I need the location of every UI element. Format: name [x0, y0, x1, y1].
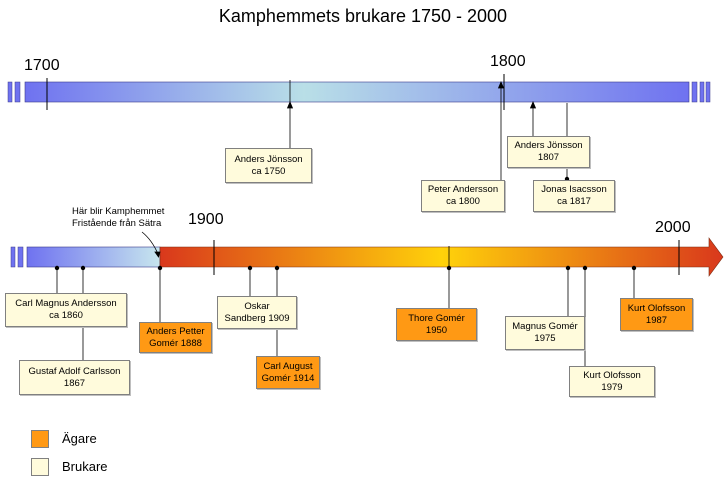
- legend-label-brukare: Brukare: [62, 459, 108, 474]
- legend-swatch-brukare: [31, 458, 49, 476]
- person-box: Peter Andersson ca 1800: [421, 180, 505, 212]
- person-box: Jonas Isacsson ca 1817: [533, 180, 615, 212]
- person-box: Kurt Olofsson 1979: [569, 366, 655, 397]
- owner-box: Carl August Gomér 1914: [256, 356, 320, 389]
- timeline-1700-1800: [7, 74, 711, 110]
- connectors-2: [54, 231, 637, 368]
- owner-box: Anders Petter Gomér 1888: [139, 322, 212, 353]
- owner-box: Kurt Olofsson 1987: [620, 298, 693, 331]
- person-box: Carl Magnus Andersson ca 1860: [5, 293, 127, 327]
- person-box: Anders Jönsson ca 1750: [225, 148, 312, 183]
- person-box: Magnus Gomér 1975: [505, 316, 585, 350]
- year-2000-label: 2000: [655, 219, 691, 236]
- legend-label-agare: Ägare: [62, 431, 97, 446]
- person-box: Gustaf Adolf Carlsson 1867: [19, 360, 130, 395]
- person-box: Oskar Sandberg 1909: [217, 296, 297, 329]
- diagram-title: Kamphemmets brukare 1750 - 2000: [218, 6, 508, 26]
- timeline-1900-2000: [10, 237, 724, 277]
- owner-box: Thore Gomér 1950: [396, 308, 477, 341]
- year-1800-label: 1800: [490, 53, 526, 70]
- year-1700-label: 1700: [24, 57, 60, 74]
- independence-note: Här blir Kamphemmet Fristående från Sätr…: [72, 206, 165, 229]
- legend-swatch-agare: [31, 430, 49, 448]
- year-1900-label: 1900: [188, 211, 224, 228]
- person-box: Anders Jönsson 1807: [507, 136, 590, 168]
